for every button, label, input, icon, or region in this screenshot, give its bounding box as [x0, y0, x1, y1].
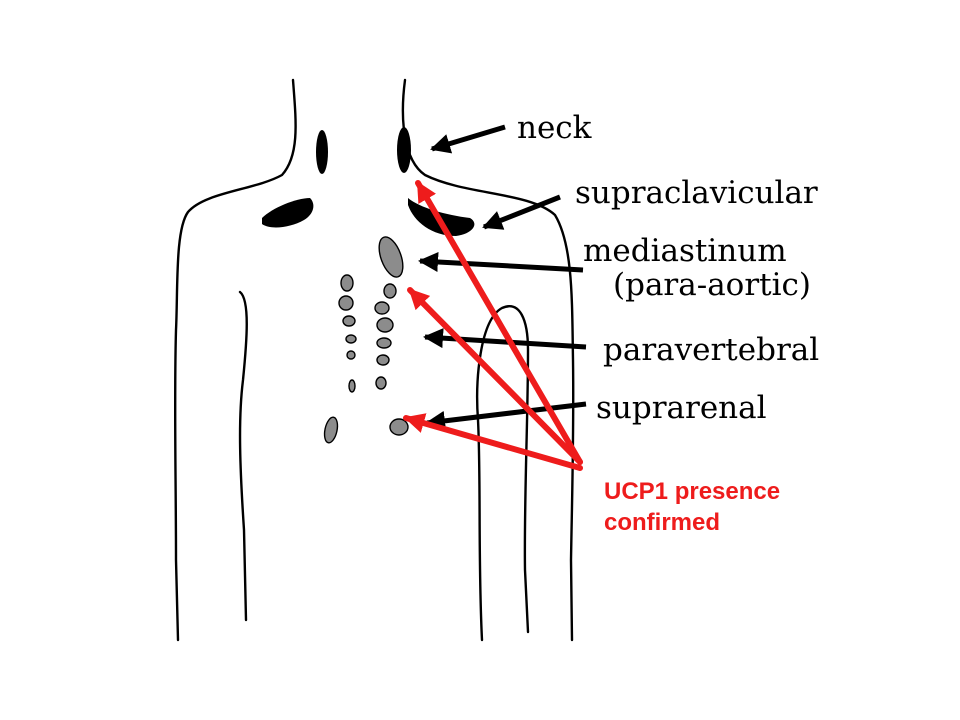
ucp1-note: UCP1 presence confirmed [604, 476, 780, 538]
paravertebral-fat-r3 [376, 337, 392, 349]
right-body-outline [401, 78, 575, 642]
neck-fat-left [316, 130, 328, 174]
paravertebral-fat-l6 [348, 379, 356, 393]
left-body-outline [173, 78, 297, 642]
paravertebral-fat-l3 [342, 315, 356, 327]
label-neck: neck [517, 110, 592, 146]
paravertebral-fat-l2 [338, 295, 354, 311]
paravertebral-fat-l1 [340, 274, 354, 292]
label-paravertebral: paravertebral [603, 332, 820, 368]
mediastinum-fat [378, 236, 404, 278]
ucp1-note-line1: UCP1 presence [604, 478, 781, 505]
neck-pointer-arrow [430, 124, 506, 154]
paravertebral-fat-r2 [376, 317, 394, 333]
ucp1-arrows [403, 180, 583, 471]
paravertebral-fat-l5 [346, 350, 356, 360]
ucp1-arrow-supraclavicular [415, 180, 583, 465]
suprarenal-fat-left [323, 416, 339, 444]
paravertebral-fat-r1 [374, 301, 390, 315]
paravertebral-pointer-arrow [423, 328, 587, 350]
suprarenal-fat-right [389, 418, 409, 436]
paravertebral-fat-r4 [376, 354, 390, 366]
torso-outline [173, 78, 575, 642]
paravertebral-fat-l4 [345, 334, 357, 344]
mediastinum-pointer-arrow [418, 252, 584, 273]
label-pointer-arrows [418, 124, 587, 431]
label-suprarenal: suprarenal [596, 390, 767, 426]
ucp1-arrow-mediastinum [407, 287, 583, 465]
supraclavicular-pointer-arrow [482, 194, 561, 230]
ucp1-note-line2: confirmed [604, 509, 721, 536]
ucp1-arrow-suprarenal [403, 413, 583, 471]
paravertebral-fat-r5 [375, 376, 387, 390]
label-mediastinum: mediastinum [583, 233, 787, 269]
neck-fat-right [397, 127, 411, 173]
suprarenal-pointer-arrow [425, 401, 587, 431]
label-supraclavicular: supraclavicular [575, 175, 818, 211]
label-para-aortic: (para-aortic) [613, 267, 811, 303]
gray-fat-depots [323, 236, 409, 444]
left-arm-line [238, 290, 248, 622]
fat-depots [262, 127, 475, 444]
para-aortic-fat [383, 283, 397, 299]
supraclavicular-fat-left [262, 198, 314, 228]
